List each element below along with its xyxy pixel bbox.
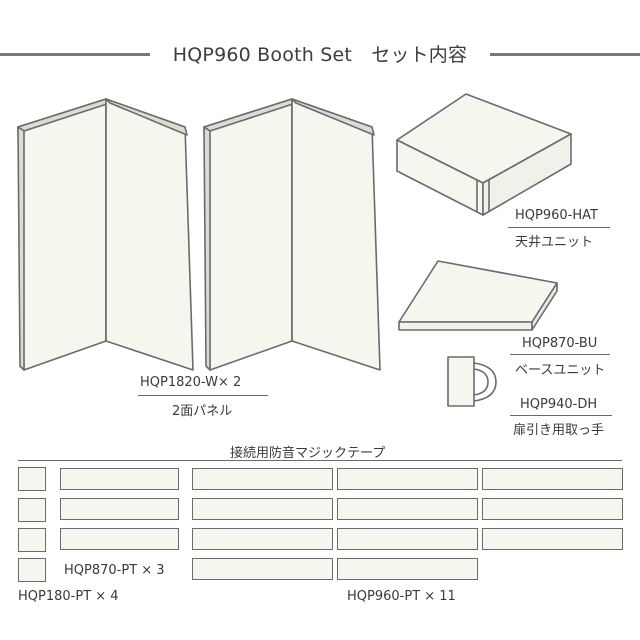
tape-medium-code: HQP870-PT × 3 <box>64 563 165 578</box>
tape-medium-1 <box>60 468 179 490</box>
base-illustration <box>398 260 558 331</box>
base-code: HQP870-BU <box>522 336 598 351</box>
tape-medium-2 <box>60 498 179 520</box>
ceiling-code: HQP960-HAT <box>515 208 598 223</box>
handle-illustration <box>447 356 497 407</box>
tape-large-6 <box>482 498 623 520</box>
title-rule-right <box>490 53 640 56</box>
handle-label-rule <box>510 415 612 416</box>
tape-large-3 <box>482 468 623 490</box>
tape-medium-3 <box>60 528 179 550</box>
panel-illustration-1 <box>17 98 194 371</box>
tape-large-2 <box>337 468 478 490</box>
panel-label-rule <box>138 395 268 396</box>
ceiling-label-rule <box>508 227 610 228</box>
tape-small-2 <box>18 498 46 522</box>
base-label-rule <box>510 354 610 355</box>
tape-large-11 <box>337 558 478 580</box>
base-desc: ベースユニット <box>515 363 606 378</box>
ceiling-illustration <box>396 93 572 216</box>
tape-small-3 <box>18 528 46 552</box>
tape-small-4 <box>18 558 46 582</box>
tape-large-7 <box>192 528 333 550</box>
handle-desc: 扉引き用取っ手 <box>513 423 605 438</box>
page-title: HQP960 Booth Set セット内容 <box>172 44 468 66</box>
tape-large-10 <box>192 558 333 580</box>
panel-code: HQP1820-W× 2 <box>140 375 242 390</box>
tape-large-5 <box>337 498 478 520</box>
tape-small-code: HQP180-PT × 4 <box>18 589 119 604</box>
tape-large-9 <box>482 528 623 550</box>
tape-heading-rule <box>18 460 622 461</box>
title-rule-left <box>0 53 150 56</box>
panel-desc: 2面パネル <box>172 404 233 419</box>
panel-illustration-2 <box>203 98 381 371</box>
tape-large-4 <box>192 498 333 520</box>
tape-large-8 <box>337 528 478 550</box>
tape-heading: 接続用防音マジックテープ <box>230 446 386 461</box>
tape-large-code: HQP960-PT × 11 <box>347 589 456 604</box>
handle-code: HQP940-DH <box>520 397 598 412</box>
ceiling-desc: 天井ユニット <box>515 235 594 250</box>
tape-small-1 <box>18 467 46 491</box>
tape-large-1 <box>192 468 333 490</box>
